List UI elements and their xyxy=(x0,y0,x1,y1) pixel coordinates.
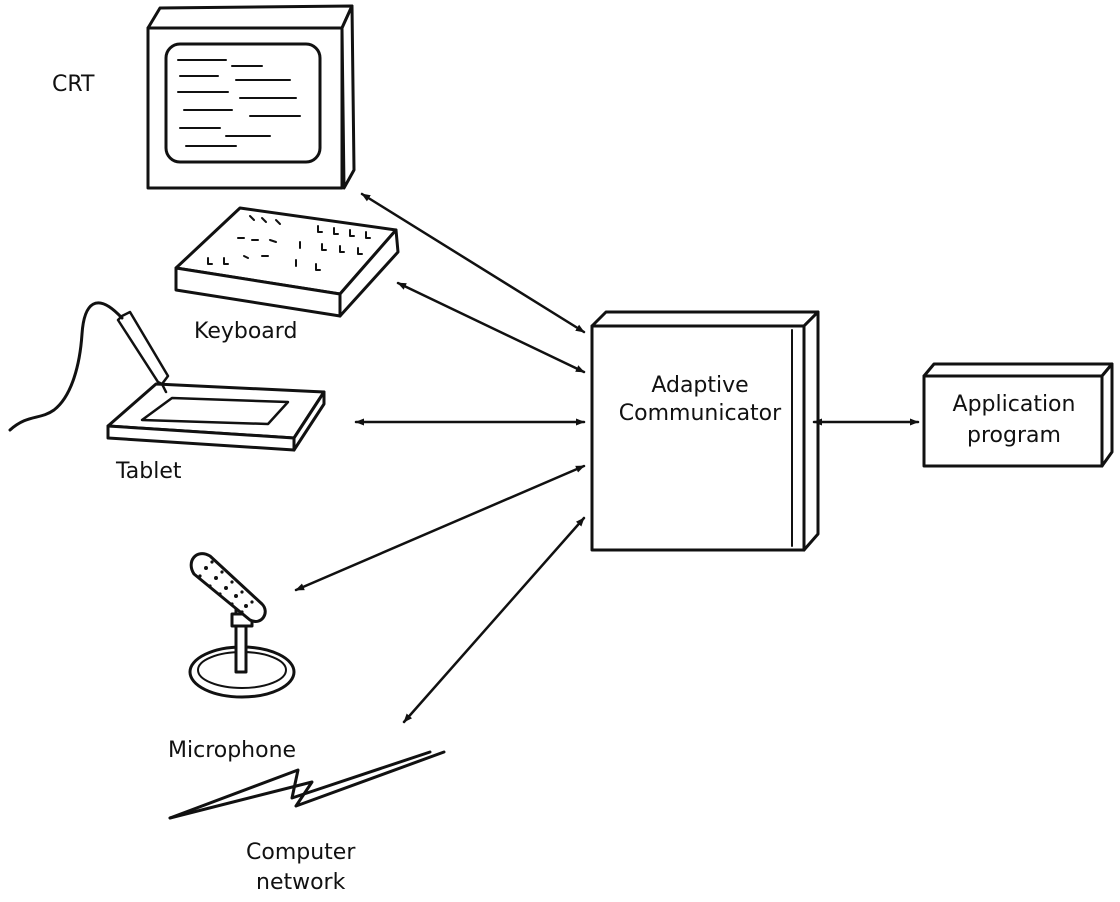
connection-arrows xyxy=(294,192,920,724)
lightning-bolt-icon xyxy=(168,750,446,820)
microphone-label: Microphone xyxy=(168,738,296,763)
arrow-network-communicator xyxy=(402,516,586,724)
network-label-line1: Computer xyxy=(246,840,356,865)
microphone-icon xyxy=(188,552,296,699)
crt-label: CRT xyxy=(52,72,95,97)
crt-monitor-icon xyxy=(146,4,356,190)
keyboard-icon xyxy=(174,206,400,318)
network-label-line2: network xyxy=(256,870,346,895)
keyboard-label: Keyboard xyxy=(194,319,297,344)
tablet-label: Tablet xyxy=(115,459,182,484)
tablet-stylus-icon xyxy=(8,301,326,452)
arrow-keyboard-communicator xyxy=(396,281,586,374)
communicator-label-line1: Adaptive xyxy=(651,373,748,398)
communicator-label-line2: Communicator xyxy=(619,401,782,426)
arrow-microphone-communicator xyxy=(294,464,586,592)
arrow-crt-communicator xyxy=(360,192,586,334)
application-label-line2: program xyxy=(967,423,1061,448)
adaptive-communicator-box xyxy=(590,310,820,552)
application-program-box xyxy=(922,362,1114,468)
application-label-line1: Application xyxy=(953,392,1076,417)
